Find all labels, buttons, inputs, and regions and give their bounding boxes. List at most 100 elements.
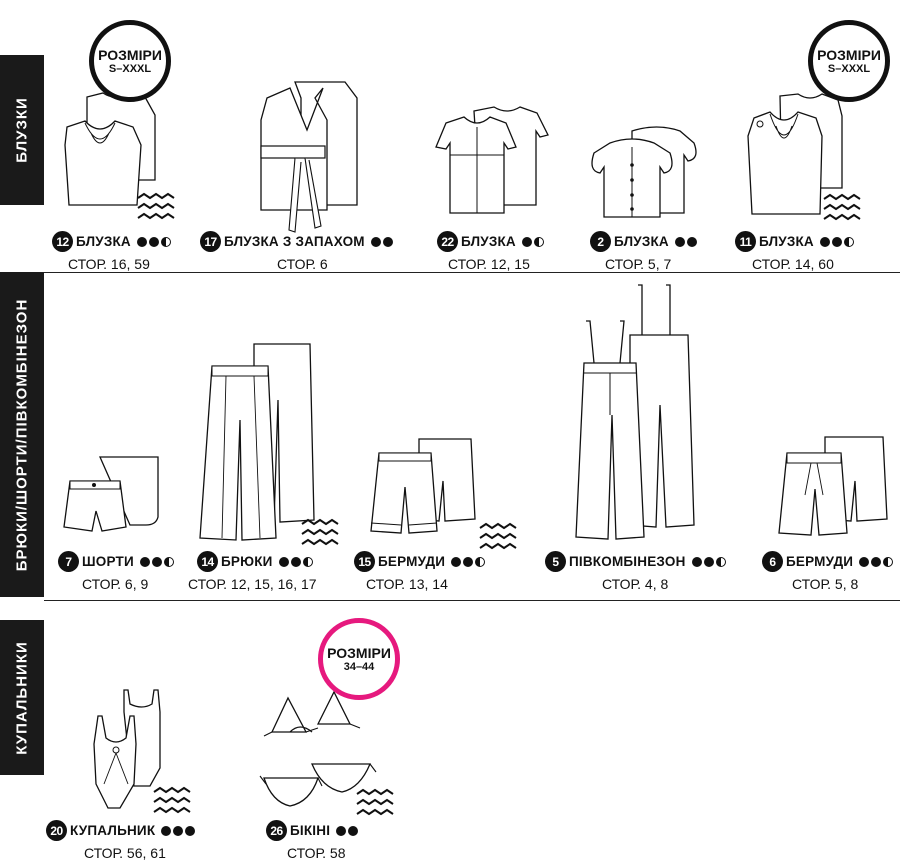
- item-name: ПІВКОМБІНЕЗОН: [569, 554, 686, 569]
- trousers-drawing: [199, 343, 315, 541]
- item-number: 14: [197, 551, 218, 572]
- zigzag-icon: [301, 518, 339, 546]
- difficulty-dots: [136, 236, 171, 247]
- pattern-item-14[interactable]: [190, 340, 320, 545]
- blouse-drawing: [64, 92, 156, 206]
- badge-sizes: S–XXXL: [827, 62, 871, 75]
- item-name: БЛУЗКА: [614, 234, 669, 249]
- sizes-badge: РОЗМІРИ S–XXXL: [89, 20, 171, 102]
- pattern-item-6[interactable]: [775, 435, 890, 536]
- difficulty-dots: [451, 556, 486, 567]
- item-pages: СТОР. 16, 59: [68, 256, 150, 272]
- sizes-badge: РОЗМІРИ S–XXXL: [808, 20, 890, 102]
- item-caption: 7 ШОРТИ: [58, 551, 174, 572]
- item-name: КУПАЛЬНИК: [70, 823, 156, 838]
- item-name: ШОРТИ: [82, 554, 134, 569]
- difficulty-dots: [859, 556, 894, 567]
- zigzag-icon: [356, 788, 394, 816]
- badge-title: РОЗМІРИ: [327, 644, 391, 661]
- wrap-blouse-drawing: [260, 81, 358, 233]
- section-divider: [44, 272, 900, 273]
- pattern-item-5[interactable]: [570, 284, 700, 540]
- item-caption: 5 ПІВКОМБІНЕЗОН: [545, 551, 726, 572]
- difficulty-dots: [161, 825, 196, 836]
- item-number: 22: [437, 231, 458, 252]
- item-name: БЛУЗКА: [76, 234, 131, 249]
- item-pages: СТОР. 4, 8: [602, 576, 669, 592]
- sizes-badge: РОЗМІРИ 34–44: [318, 618, 400, 700]
- blouse-drawing: [435, 106, 549, 214]
- pattern-item-15[interactable]: [365, 437, 480, 537]
- swimsuit-drawing: [93, 689, 161, 809]
- section-tab-swimwear: КУПАЛЬНИКИ: [0, 620, 44, 775]
- pattern-item-12[interactable]: [55, 85, 185, 275]
- item-number: 5: [545, 551, 566, 572]
- item-caption: 12 БЛУЗКА: [52, 231, 171, 252]
- badge-sizes: 34–44: [343, 660, 375, 673]
- item-caption: 11 БЛУЗКА: [735, 231, 854, 252]
- pattern-item-17[interactable]: [245, 80, 365, 240]
- badge-title: РОЗМІРИ: [98, 46, 162, 63]
- item-name: БЛУЗКА: [461, 234, 516, 249]
- item-number: 15: [354, 551, 375, 572]
- section-label: БЛУЗКИ: [13, 97, 31, 163]
- zigzag-icon: [137, 192, 175, 220]
- zigzag-icon: [153, 786, 191, 814]
- pattern-item-20[interactable]: [90, 688, 170, 813]
- section-divider: [44, 600, 900, 601]
- item-caption: 26 БІКІНІ: [266, 820, 359, 841]
- section-tab-trousers: БРЮКИ/ШОРТИ/ПІВКОМБІНЕЗОН: [0, 272, 44, 597]
- difficulty-dots: [674, 236, 697, 247]
- item-name: БЛУЗКА: [759, 234, 814, 249]
- badge-title: РОЗМІРИ: [817, 46, 881, 63]
- item-caption: 17 БЛУЗКА З ЗАПАХОМ: [200, 231, 393, 252]
- section-label: БРЮКИ/ШОРТИ/ПІВКОМБІНЕЗОН: [13, 298, 31, 571]
- pattern-item-7[interactable]: [58, 455, 168, 535]
- item-pages: СТОР. 13, 14: [366, 576, 448, 592]
- badge-sizes: S–XXXL: [108, 62, 152, 75]
- bermuda-drawing: [370, 438, 476, 534]
- zigzag-icon: [479, 522, 517, 550]
- item-name: БІКІНІ: [290, 823, 331, 838]
- item-pages: СТОР. 58: [287, 845, 346, 861]
- item-pages: СТОР. 6: [277, 256, 328, 272]
- item-pages: СТОР. 14, 60: [752, 256, 834, 272]
- overalls-drawing: [575, 284, 695, 540]
- difficulty-dots: [139, 556, 174, 567]
- item-pages: СТОР. 5, 8: [792, 576, 859, 592]
- item-pages: СТОР. 56, 61: [84, 845, 166, 861]
- pattern-item-22[interactable]: [432, 105, 552, 215]
- item-name: БЛУЗКА З ЗАПАХОМ: [224, 234, 365, 249]
- pattern-item-2[interactable]: [591, 125, 702, 220]
- item-caption: 20 КУПАЛЬНИК: [46, 820, 196, 841]
- item-caption: 6 БЕРМУДИ: [762, 551, 894, 572]
- item-number: 7: [58, 551, 79, 572]
- peasant-blouse-drawing: [591, 126, 697, 218]
- difficulty-dots: [521, 236, 544, 247]
- item-name: БЕРМУДИ: [378, 554, 446, 569]
- zigzag-icon: [823, 193, 861, 221]
- section-tab-blouses: БЛУЗКИ: [0, 55, 44, 205]
- item-pages: СТОР. 6, 9: [82, 576, 149, 592]
- item-number: 6: [762, 551, 783, 572]
- section-label: КУПАЛЬНИКИ: [13, 640, 31, 755]
- item-number: 26: [266, 820, 287, 841]
- item-number: 20: [46, 820, 67, 841]
- difficulty-dots: [278, 556, 313, 567]
- item-pages: СТОР. 5, 7: [605, 256, 672, 272]
- item-number: 11: [735, 231, 756, 252]
- pattern-item-11[interactable]: [738, 92, 868, 222]
- item-name: БЕРМУДИ: [786, 554, 854, 569]
- shorts-drawing: [63, 456, 159, 532]
- draped-blouse-drawing: [747, 93, 843, 215]
- bikini-drawing: [259, 690, 377, 807]
- item-caption: 15 БЕРМУДИ: [354, 551, 486, 572]
- pattern-item-26[interactable]: [259, 690, 380, 812]
- item-caption: 14 БРЮКИ: [197, 551, 313, 572]
- item-number: 12: [52, 231, 73, 252]
- item-pages: СТОР. 12, 15: [448, 256, 530, 272]
- item-number: 2: [590, 231, 611, 252]
- item-pages: СТОР. 12, 15, 16, 17: [188, 576, 317, 592]
- difficulty-dots: [691, 556, 726, 567]
- difficulty-dots: [370, 236, 393, 247]
